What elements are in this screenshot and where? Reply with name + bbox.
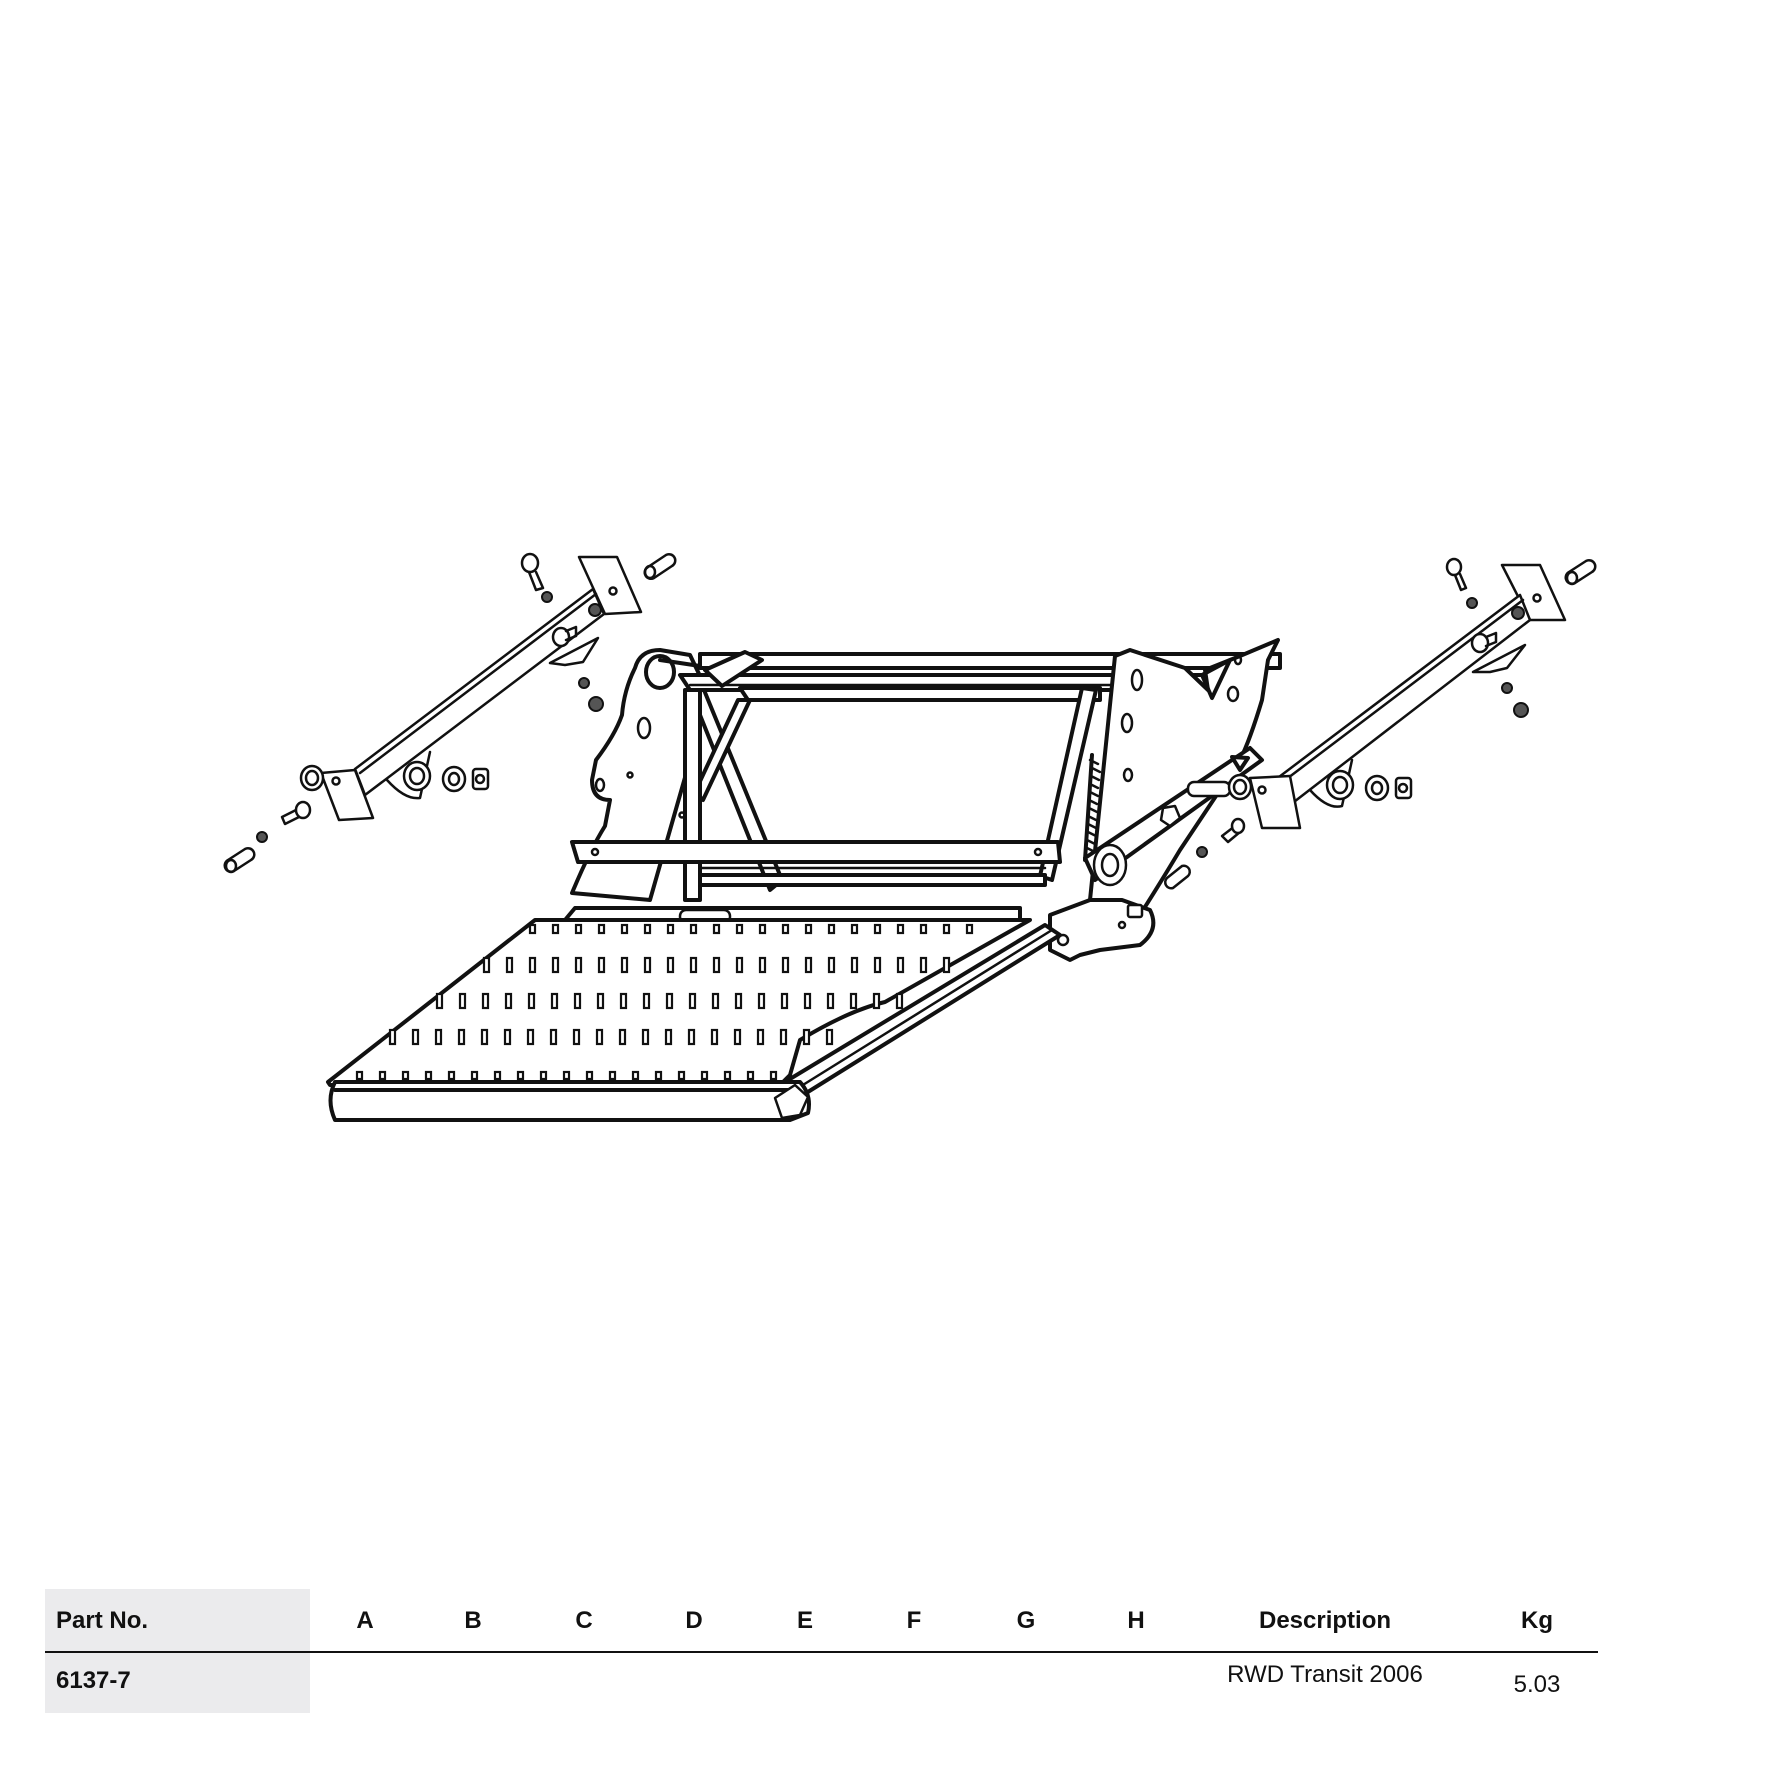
cell-description: RWD Transit 2006: [1227, 1661, 1423, 1688]
top-tube: [698, 652, 1282, 670]
washer-icon: [441, 765, 467, 793]
spacer-icon: [643, 553, 677, 580]
cell-kg: 5.03: [1513, 1671, 1561, 1698]
header-c: C: [575, 1607, 593, 1634]
header-part-no: Part No.: [56, 1607, 149, 1634]
mounting-plate: [1248, 774, 1302, 830]
header-e: E: [796, 1607, 814, 1634]
header-description: Description: [1258, 1607, 1392, 1634]
header-d: D: [685, 1607, 703, 1634]
bolt-icon: [280, 800, 312, 826]
nut-icon: [1501, 682, 1513, 694]
spacer-icon: [223, 847, 256, 874]
nut-icon: [1513, 702, 1529, 718]
nut-icon: [1394, 776, 1413, 800]
front-bumper: [328, 1080, 811, 1122]
arm-bar: [1273, 593, 1532, 807]
tread-slots-row-5: [355, 1070, 778, 1081]
left-bracket-arm-group: [223, 552, 677, 874]
tread-slots-row-2: [482, 956, 951, 974]
header-b: B: [464, 1607, 482, 1634]
spacer-icon: [1164, 864, 1191, 890]
header-h: H: [1127, 1607, 1145, 1634]
nut-icon: [471, 767, 490, 791]
vertical-post: [683, 688, 702, 902]
spacer-icon: [1186, 780, 1232, 798]
header-kg: Kg: [1521, 1607, 1553, 1634]
washer-icon: [541, 591, 553, 603]
spring-icon: [1085, 758, 1102, 854]
pivot-bushing: [1092, 843, 1128, 887]
header-divider: [45, 1651, 1598, 1653]
bushing-icon: [402, 760, 432, 792]
arm-bar: [353, 587, 606, 797]
washer-icon: [299, 764, 325, 792]
nut-icon: [578, 677, 590, 689]
washer-icon: [1364, 774, 1390, 802]
exploded-parts-drawing: [223, 552, 1597, 1122]
bushing-icon: [1325, 769, 1355, 801]
cell-part-no: 6137-7: [56, 1667, 131, 1694]
washer-icon: [1196, 846, 1208, 858]
tread-slots-row-4: [388, 1028, 834, 1046]
bolt-icon: [520, 552, 545, 592]
diagonal-strut: [1038, 686, 1098, 882]
header-a: A: [356, 1607, 374, 1634]
left-side-plate: [570, 648, 702, 902]
nut-icon: [588, 696, 604, 712]
table-header-row: Part No. A B C D E F G H Description Kg: [45, 1589, 1598, 1652]
step-frame: [563, 638, 1282, 962]
step-tread: [326, 918, 1062, 1122]
bolt-icon: [1445, 557, 1468, 592]
header-f: F: [906, 1607, 922, 1634]
spacer-icon: [1564, 559, 1597, 586]
tread-slots-row-1: [528, 923, 974, 935]
right-bracket-arm-group: [1227, 557, 1597, 830]
header-g: G: [1016, 1607, 1036, 1634]
nut-icon: [1159, 804, 1182, 828]
bolt-icon: [1220, 817, 1246, 844]
tread-slots-row-3: [435, 992, 904, 1010]
front-crossbar: [570, 840, 1062, 864]
washer-icon: [256, 831, 268, 843]
washer-icon: [1227, 773, 1253, 801]
washer-icon: [1466, 597, 1478, 609]
